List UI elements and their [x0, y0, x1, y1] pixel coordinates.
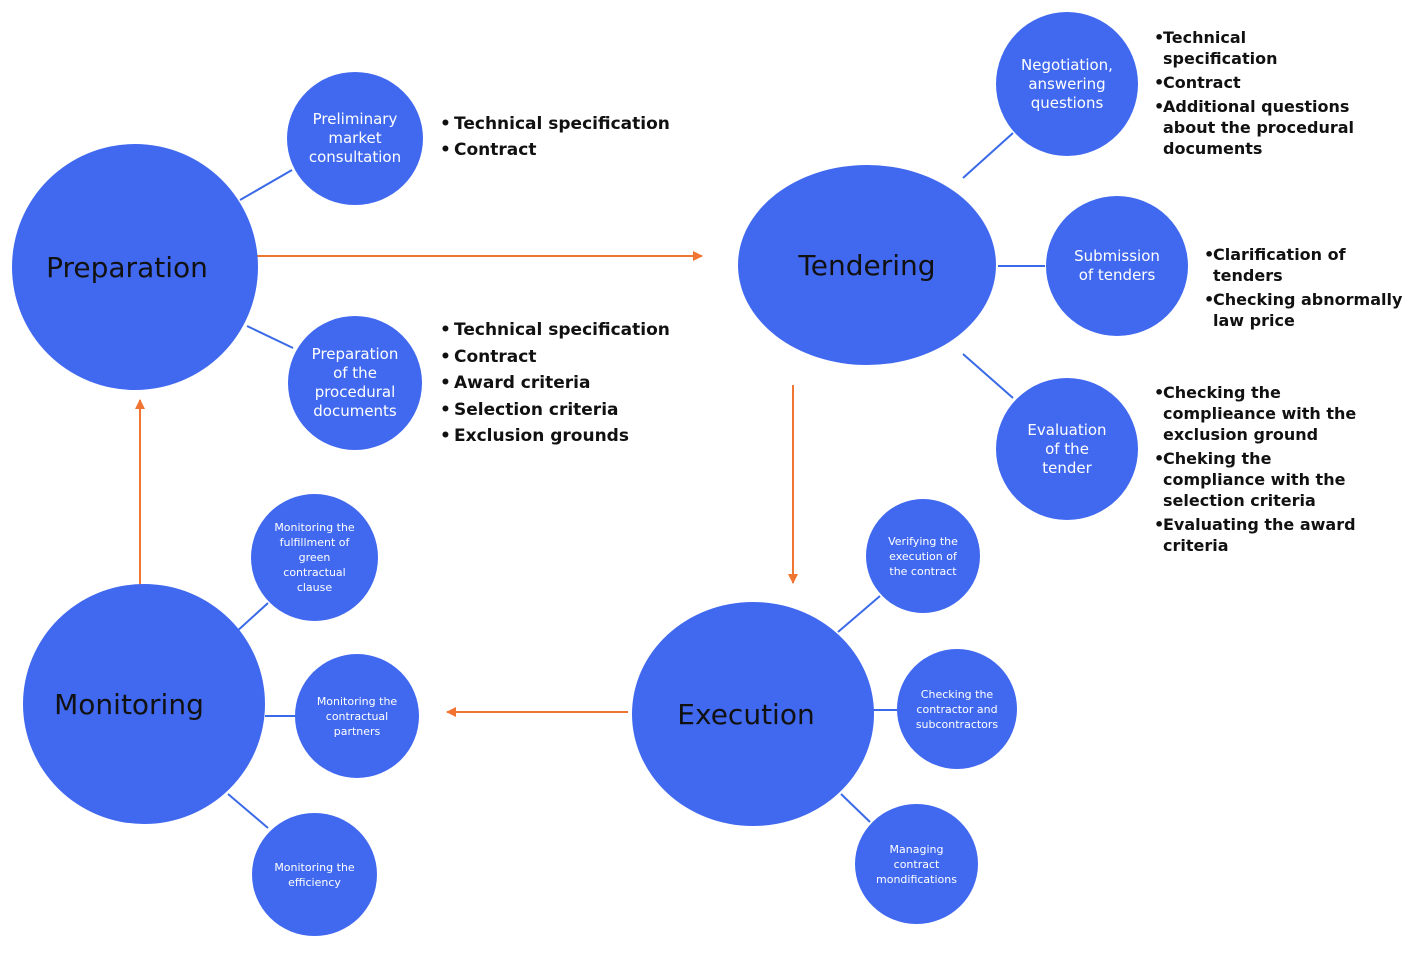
step-green-clause-node: Monitoring the fulfillment of green cont… — [251, 494, 378, 621]
step-partners-node: Monitoring the contractual partners — [295, 654, 419, 778]
step-managing-modifications-label: Managing contract mondifications — [876, 842, 957, 886]
list-item: Additional questions about the procedura… — [1154, 96, 1355, 159]
phase-tendering-label: Tendering — [798, 248, 936, 282]
list-item: Cheking the compliance with the selectio… — [1154, 448, 1375, 511]
list-item: Technical specification — [1154, 27, 1355, 69]
list-item: Checking abnormally law price — [1204, 289, 1409, 331]
step-partners-label: Monitoring the contractual partners — [316, 694, 398, 738]
list-item: Evaluating the award criteria — [1154, 514, 1375, 556]
phase-monitoring-label: Monitoring — [54, 687, 204, 721]
phase-monitoring-node: Monitoring — [23, 584, 265, 824]
phase-preparation-label: Preparation — [46, 250, 208, 284]
step-managing-modifications-node: Managing contract mondifications — [855, 804, 978, 924]
step-efficiency-label: Monitoring the efficiency — [274, 860, 355, 889]
list-item: Checking the complieance with the exclus… — [1154, 382, 1375, 445]
connector-execution-verifying — [837, 595, 881, 633]
step-checking-contractor-node: Checking the contractor and subcontracto… — [897, 649, 1017, 769]
step-verifying-label: Verifying the execution of the contract — [888, 534, 958, 578]
step-market-consultation-node: Preliminary market consultation — [287, 72, 423, 205]
list-item: Clarification of tenders — [1204, 244, 1409, 286]
step-green-clause-label: Monitoring the fulfillment of green cont… — [274, 521, 355, 594]
list-item: Contract — [440, 137, 670, 163]
step-evaluation-label: Evaluation of the tender — [1027, 420, 1107, 477]
submission-items: Clarification of tenders Checking abnorm… — [1204, 244, 1409, 331]
connector-execution-managing — [840, 793, 871, 823]
phase-preparation-node: Preparation — [12, 144, 258, 390]
list-item: Contract — [1154, 72, 1355, 93]
connector-preparation-procedural-documents — [246, 325, 294, 349]
step-negotiation-label: Negotiation, answering questions — [1021, 55, 1113, 112]
list-item: Selection criteria — [440, 397, 670, 424]
negotiation-items: Technical specification Contract Additio… — [1154, 27, 1355, 159]
list-item: Award criteria — [440, 370, 670, 397]
connector-monitoring-efficiency — [227, 793, 269, 829]
step-procedural-documents-label: Preparation of the procedural documents — [311, 345, 399, 420]
list-item: Contract — [440, 344, 670, 371]
step-market-consultation-label: Preliminary market consultation — [308, 110, 402, 166]
connector-preparation-market-consultation — [239, 169, 293, 201]
step-submission-label: Submission of tenders — [1074, 247, 1160, 284]
connector-monitoring-green-clause — [234, 602, 269, 634]
step-submission-node: Submission of tenders — [1046, 196, 1188, 336]
list-item: Exclusion grounds — [440, 423, 670, 450]
step-procedural-documents-node: Preparation of the procedural documents — [288, 316, 422, 450]
step-negotiation-node: Negotiation, answering questions — [996, 12, 1138, 156]
step-checking-contractor-label: Checking the contractor and subcontracto… — [915, 687, 999, 731]
connector-tendering-negotiation — [962, 132, 1014, 179]
market-consultation-items: Technical specification Contract — [440, 111, 670, 163]
phase-execution-node: Execution — [632, 602, 874, 826]
step-evaluation-node: Evaluation of the tender — [996, 378, 1138, 520]
list-item: Technical specification — [440, 111, 670, 137]
phase-tendering-node: Tendering — [738, 165, 996, 365]
evaluation-items: Checking the complieance with the exclus… — [1154, 382, 1375, 556]
step-efficiency-node: Monitoring the efficiency — [252, 813, 377, 936]
list-item: Technical specification — [440, 317, 670, 344]
phase-execution-label: Execution — [677, 697, 815, 731]
step-verifying-node: Verifying the execution of the contract — [866, 499, 980, 613]
procedural-documents-items: Technical specification Contract Award c… — [440, 317, 670, 450]
connector-tendering-evaluation — [962, 353, 1014, 399]
